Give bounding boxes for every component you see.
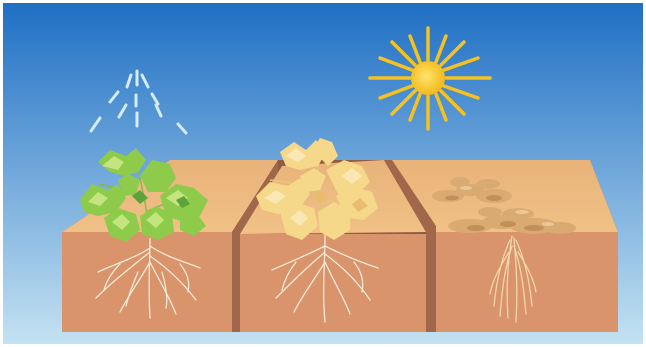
soil-drought-illustration xyxy=(0,0,646,347)
illustration-canvas xyxy=(0,0,646,347)
